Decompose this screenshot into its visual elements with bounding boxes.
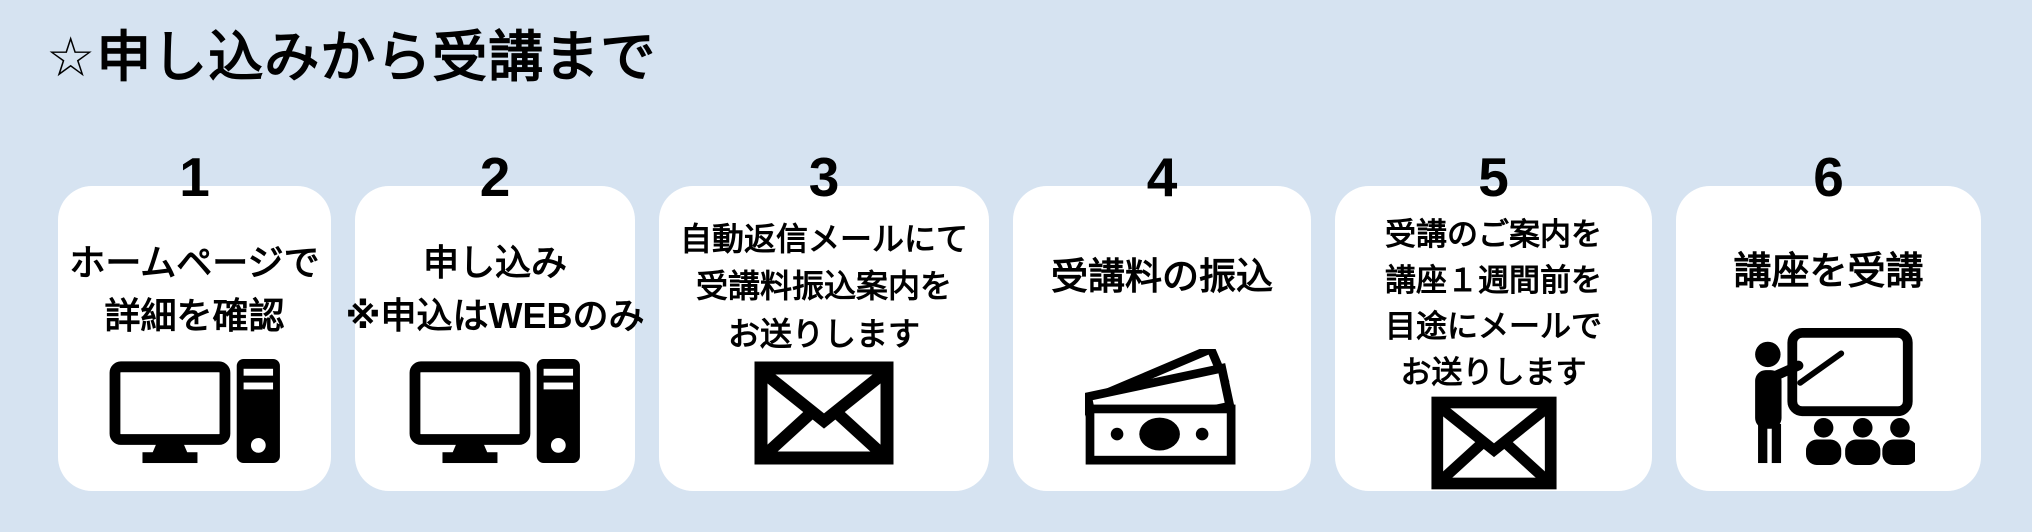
step-icon-box bbox=[1743, 328, 1915, 465]
text-line: 受講料の振込 bbox=[1051, 256, 1273, 297]
step-2: 2 申し込み ※申込はWEBのみ bbox=[346, 146, 645, 491]
step-icon-box bbox=[1430, 396, 1557, 490]
step-5: 5 受講のご案内を 講座１週間前を 目途にメールで お送りします bbox=[1335, 150, 1652, 491]
text-line: ※申込はWEBのみ bbox=[345, 295, 645, 337]
step-number: 2 bbox=[479, 146, 511, 208]
text-line: ホームページで bbox=[69, 242, 320, 283]
text-line: 詳細を確認 bbox=[104, 295, 285, 337]
text-line: 講座１週間前を bbox=[1385, 262, 1602, 298]
text-line: 受講料振込案内を bbox=[695, 268, 952, 305]
step-3: 3 自動返信メールにて 受講料振込案内を お送りします bbox=[659, 150, 989, 491]
step-number: 6 bbox=[1813, 146, 1844, 208]
page-title: ☆申し込みから受講まで bbox=[46, 26, 657, 88]
envelope-icon bbox=[1430, 396, 1557, 489]
step-icon-box bbox=[754, 361, 894, 465]
process-steps: 1 ホームページで 詳細を確認 2 bbox=[58, 150, 1981, 491]
step-text: 受講のご案内を 講座１週間前を 目途にメールで お送りします bbox=[1385, 212, 1602, 396]
step-card: 受講のご案内を 講座１週間前を 目途にメールで お送りします bbox=[1335, 186, 1652, 491]
envelope-icon bbox=[754, 361, 894, 465]
step-icon-box bbox=[409, 357, 581, 465]
step-4: 4 受講料の振込 bbox=[1013, 150, 1311, 491]
step-card: 申し込み ※申込はWEBのみ bbox=[346, 186, 645, 491]
step-number: 4 bbox=[1146, 146, 1178, 208]
text-line: 申し込み bbox=[422, 242, 567, 283]
step-text: 申し込み ※申込はWEBのみ bbox=[346, 236, 645, 343]
step-6: 6 講座を受講 bbox=[1676, 150, 1981, 491]
step-text: 受講料の振込 bbox=[1051, 250, 1273, 305]
step-number: 3 bbox=[808, 146, 840, 208]
step-card: ホームページで 詳細を確認 bbox=[58, 186, 331, 491]
step-text: 講座を受講 bbox=[1733, 244, 1923, 300]
desktop-computer-icon bbox=[109, 358, 280, 464]
step-icon-box bbox=[109, 357, 281, 465]
text-line: 自動返信メールにて bbox=[679, 221, 968, 257]
step-text: 自動返信メールにて 受講料振込案内を お送りします bbox=[680, 216, 968, 358]
text-line: お送りします bbox=[1400, 354, 1587, 390]
text-line: 目途にメールで bbox=[1385, 308, 1602, 344]
step-number: 1 bbox=[179, 146, 210, 208]
step-card: 自動返信メールにて 受講料振込案内を お送りします bbox=[659, 186, 989, 491]
step-icon-box bbox=[1084, 349, 1240, 465]
text-line: 受講のご案内を bbox=[1385, 217, 1602, 252]
text-line: お送りします bbox=[727, 315, 920, 352]
step-text: ホームページで 詳細を確認 bbox=[69, 236, 319, 343]
step-card: 受講料の振込 bbox=[1013, 186, 1311, 491]
text-line: 講座を受講 bbox=[1733, 251, 1924, 293]
step-1: 1 ホームページで 詳細を確認 bbox=[58, 150, 331, 491]
step-number: 5 bbox=[1478, 146, 1509, 208]
step-card: 講座を受講 bbox=[1676, 186, 1981, 491]
teacher-presentation-icon bbox=[1754, 328, 1915, 465]
banknotes-icon bbox=[1084, 349, 1235, 465]
desktop-computer-icon bbox=[409, 358, 580, 464]
